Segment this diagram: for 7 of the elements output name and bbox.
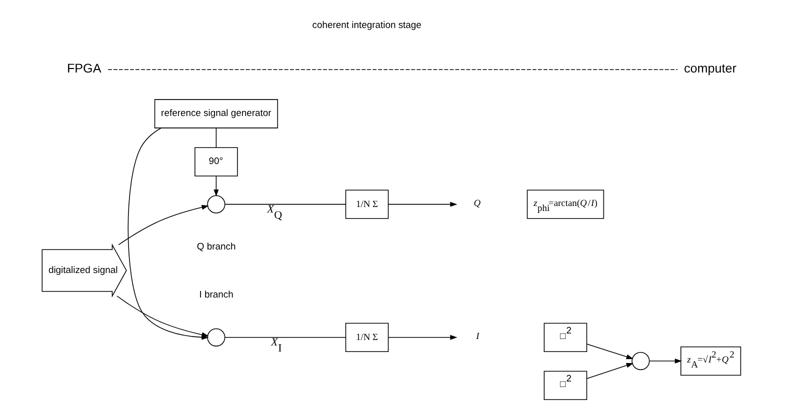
label: computer: [683, 62, 736, 76]
label: I branch: [198, 289, 233, 300]
node-text: I: [476, 332, 479, 342]
node-text: Q: [473, 198, 480, 209]
label: FPGA: [66, 62, 101, 76]
label: Q branch: [196, 241, 236, 252]
label: coherent integration stage: [312, 20, 421, 31]
